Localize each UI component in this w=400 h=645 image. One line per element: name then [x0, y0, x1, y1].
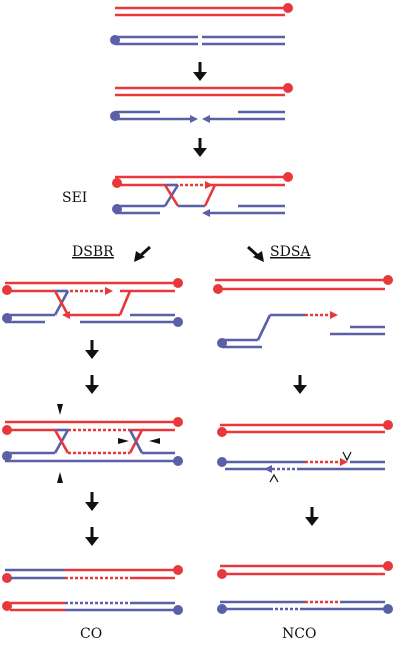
sdsa-stage-2	[217, 420, 393, 483]
down-arrow-2	[193, 138, 207, 157]
stage-sei	[112, 172, 293, 217]
down-arrow-dsbr-1	[85, 340, 99, 359]
sdsa-label: SDSA	[270, 244, 311, 260]
down-arrow-sdsa-1	[293, 375, 307, 394]
down-arrow-dsbr-4	[85, 527, 99, 546]
sei-label: SEI	[62, 190, 87, 206]
branch-arrow-sdsa	[246, 245, 264, 262]
nco-label: NCO	[282, 626, 316, 642]
nco-products	[217, 561, 393, 614]
down-arrow-dsbr-2	[85, 375, 99, 394]
down-arrow-dsbr-3	[85, 492, 99, 511]
stage-dsb	[110, 3, 293, 46]
dsbr-stage-2	[2, 404, 183, 483]
branch-arrow-dsbr	[134, 245, 152, 262]
stage-resection	[110, 83, 293, 123]
co-label: CO	[80, 626, 102, 642]
down-arrow-sdsa-2	[305, 507, 319, 526]
co-products	[2, 565, 183, 615]
down-arrow-1	[193, 62, 207, 81]
dsbr-stage-1	[2, 278, 183, 327]
dsbr-label: DSBR	[72, 244, 114, 260]
sdsa-stage-1	[213, 275, 393, 349]
